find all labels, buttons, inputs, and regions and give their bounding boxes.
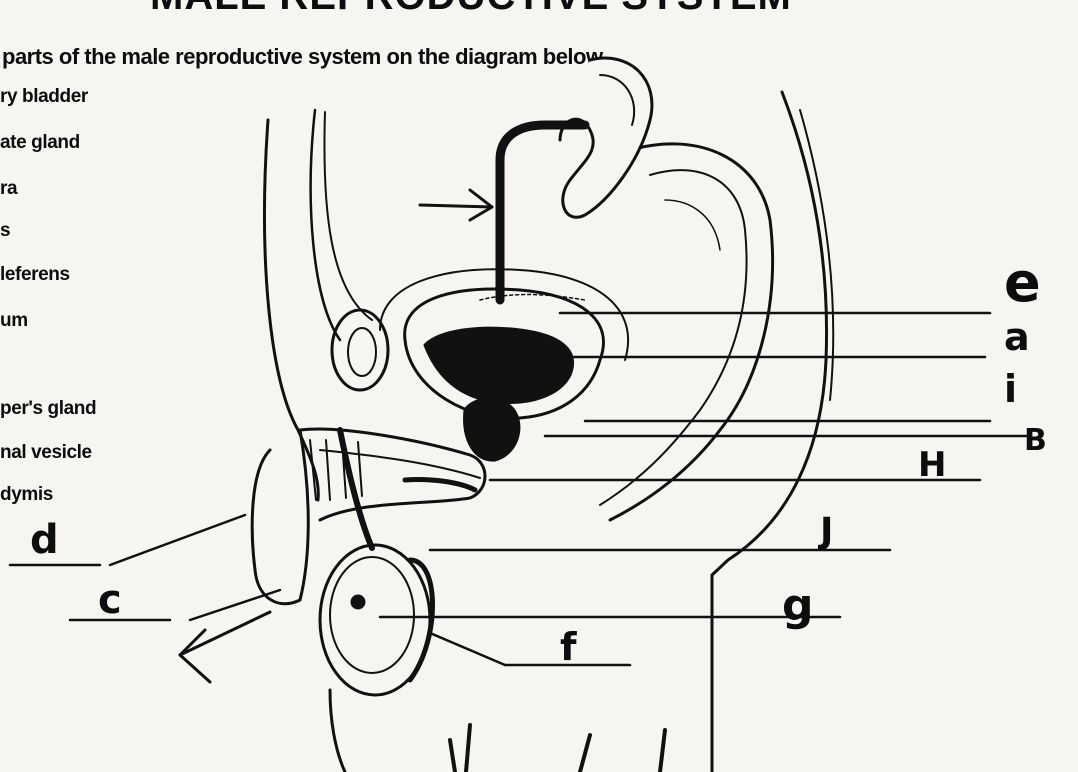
handwriting-scribble xyxy=(450,725,665,772)
abdomen-outline xyxy=(324,112,372,320)
handwritten-label-b: B xyxy=(1024,426,1047,456)
handwritten-label-e: e xyxy=(1004,256,1041,310)
rectum-inner xyxy=(665,200,720,250)
handwritten-label-c: c xyxy=(98,580,122,620)
pubic-bone-inner xyxy=(348,328,376,376)
handwritten-label-d: d xyxy=(30,520,59,560)
glans xyxy=(252,430,308,604)
handwritten-label-i: i xyxy=(1004,370,1017,408)
handwritten-label-f: f xyxy=(560,628,577,666)
rectum xyxy=(600,170,747,505)
handwritten-label-a: a xyxy=(1004,318,1030,356)
handwritten-label-g: g xyxy=(782,584,814,628)
cowper-gland-mark xyxy=(405,479,475,490)
label-line-f xyxy=(430,633,505,665)
body-back-outline xyxy=(712,92,827,772)
urethra-arrow-head xyxy=(180,630,210,682)
bladder-contents xyxy=(425,328,573,402)
seminal-vesicle xyxy=(560,58,652,217)
label-line-d xyxy=(110,515,245,565)
pubic-bone xyxy=(332,310,388,390)
scrotum-outline xyxy=(330,690,345,772)
prostate-gland xyxy=(465,399,519,460)
rectum xyxy=(610,144,773,520)
label-line-c xyxy=(190,590,280,620)
testis-inner xyxy=(330,557,414,673)
handwritten-label-j: J xyxy=(820,514,833,550)
pointer-arrow xyxy=(420,205,492,207)
testis-dot xyxy=(352,596,364,608)
handwritten-label-h: H xyxy=(918,448,946,482)
